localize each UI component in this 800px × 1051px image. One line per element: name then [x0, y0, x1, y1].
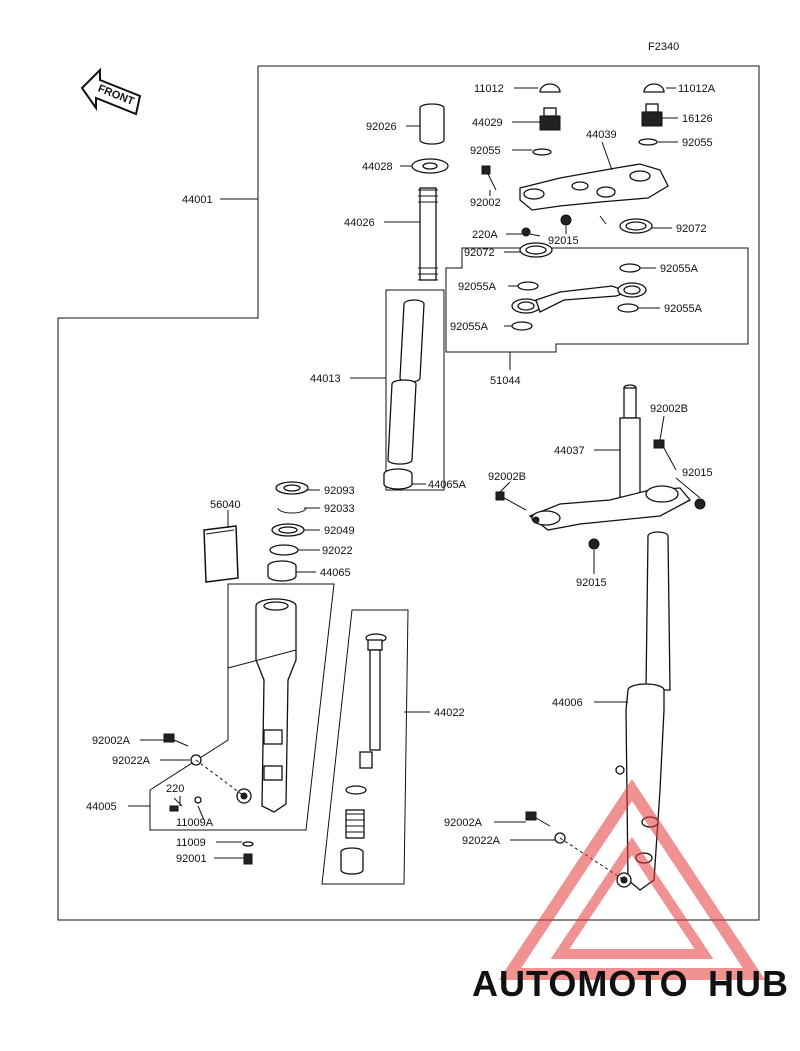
band-92072-left-part: [519, 242, 553, 258]
o-ring-92055-left-part: [532, 148, 552, 156]
retaining-ring-part: [277, 507, 307, 514]
bolt-92002A-right-part: [525, 811, 551, 827]
bushing-44065-part: [267, 560, 297, 582]
label-92002A-left: 92002A: [92, 735, 131, 747]
bolt-92002A-left-part: [163, 733, 189, 747]
label-44026: 44026: [344, 217, 375, 229]
o-ring-92055-right-part: [638, 138, 658, 146]
drain-bolt-92001-part: [243, 853, 253, 865]
adjuster-44029-part: [539, 107, 561, 131]
gasket-11009-part: [242, 841, 254, 847]
label-44065A: 44065A: [428, 479, 467, 491]
group-box-51044: [445, 247, 749, 353]
figure-code: F2340: [648, 41, 679, 53]
label-92055A-bl: 92055A: [450, 321, 489, 333]
right-outer-tube-part: [615, 531, 671, 891]
label-92022A-left: 92022A: [112, 755, 151, 767]
o-ring-92055A-mr-part: [617, 303, 639, 313]
group-box-44022: [321, 609, 409, 885]
screw-220A-part: [521, 227, 541, 237]
watermark-text-part1: AUTOMOTO: [472, 963, 689, 1004]
upper-bracket-part: [519, 163, 669, 211]
label-92049: 92049: [324, 525, 355, 537]
label-44029: 44029: [472, 117, 503, 129]
label-11009: 11009: [176, 837, 206, 849]
warning-triangle-icon: [498, 779, 766, 980]
inner-tube-part: [387, 299, 425, 465]
label-44039: 44039: [586, 129, 617, 141]
handlebar-part: [511, 282, 647, 314]
label-11009A: 11009A: [176, 817, 214, 829]
label-44013: 44013: [310, 373, 341, 385]
leader-lines: [128, 87, 701, 881]
label-92026: 92026: [366, 121, 397, 133]
spacer-tube-part: [419, 103, 445, 145]
screw-220-part: [169, 797, 183, 812]
bolt-92002-part: [481, 165, 497, 191]
label-92055A-ml: 92055A: [458, 281, 497, 293]
nut-92015-right-part: [694, 498, 706, 510]
bushing-44065A-part: [383, 468, 413, 490]
label-51044: 51044: [490, 375, 521, 387]
label-56040: 56040: [210, 499, 241, 511]
label-92055A-mr: 92055A: [664, 303, 703, 315]
damper-rod-part: [340, 633, 387, 875]
label-92015-top: 92015: [548, 235, 579, 247]
label-92072-left: 92072: [464, 247, 495, 259]
label-44065: 44065: [320, 567, 351, 579]
label-92022: 92022: [322, 545, 353, 557]
label-44005: 44005: [86, 801, 117, 813]
label-92093: 92093: [324, 485, 355, 497]
label-11012A: 11012A: [678, 83, 716, 95]
label-92055-left: 92055: [470, 145, 501, 157]
cap-11012-part: [539, 83, 561, 93]
label-92002A-right: 92002A: [444, 817, 483, 829]
label-92055-right: 92055: [682, 137, 713, 149]
steering-stem-part: [528, 384, 692, 531]
callout-labels: 44001 92026 44028 44026 44013 44065A 920…: [86, 83, 716, 865]
front-arrow-icon: FRONT: [80, 67, 142, 116]
cap-11012A-part: [643, 83, 665, 93]
watermark-logo: AUTOMOTO HUB: [472, 779, 789, 1004]
label-92022A-right: 92022A: [462, 835, 501, 847]
label-220: 220: [166, 783, 184, 795]
label-92072-right: 92072: [676, 223, 707, 235]
left-outer-tube-part: [236, 598, 297, 813]
label-92033: 92033: [324, 503, 355, 515]
label-16126: 16126: [682, 113, 713, 125]
watermark-text-part2: HUB: [708, 963, 789, 1004]
label-44001: 44001: [182, 194, 213, 206]
reflector-sticker-part: [203, 525, 239, 583]
label-44006: 44006: [552, 697, 583, 709]
bolt-92002B-right-part: [653, 439, 677, 471]
nut-92015-bottom-part: [588, 538, 600, 550]
label-92002B-right: 92002B: [650, 403, 688, 415]
label-92002B-left: 92002B: [488, 471, 526, 483]
label-44022: 44022: [434, 707, 465, 719]
label-220A: 220A: [472, 229, 498, 241]
fork-spring-part: [418, 187, 438, 281]
group-box-44013: [385, 289, 445, 491]
label-92002: 92002: [470, 197, 501, 209]
label-11012: 11012: [474, 83, 504, 95]
nut-92015-top-part: [560, 214, 572, 226]
label-44028: 44028: [362, 161, 393, 173]
o-ring-92055A-tr-part: [619, 263, 641, 273]
bolt-92002B-left-part: [495, 491, 527, 511]
label-92055A-tr: 92055A: [660, 263, 699, 275]
adjuster-16126-part: [641, 103, 663, 127]
label-44037: 44037: [554, 445, 585, 457]
o-ring-92055A-bl-part: [511, 321, 533, 331]
label-92015-right: 92015: [682, 467, 713, 479]
o-ring-92055A-ml-part: [517, 281, 539, 291]
label-92015-bottom: 92015: [576, 577, 607, 589]
gasket-11009A-part: [194, 796, 202, 804]
group-box-44005: [149, 583, 335, 831]
band-92072-right-part: [619, 218, 653, 234]
label-92001: 92001: [176, 853, 207, 865]
assembly-border: [57, 65, 760, 921]
washer-92022-part: [269, 544, 299, 556]
